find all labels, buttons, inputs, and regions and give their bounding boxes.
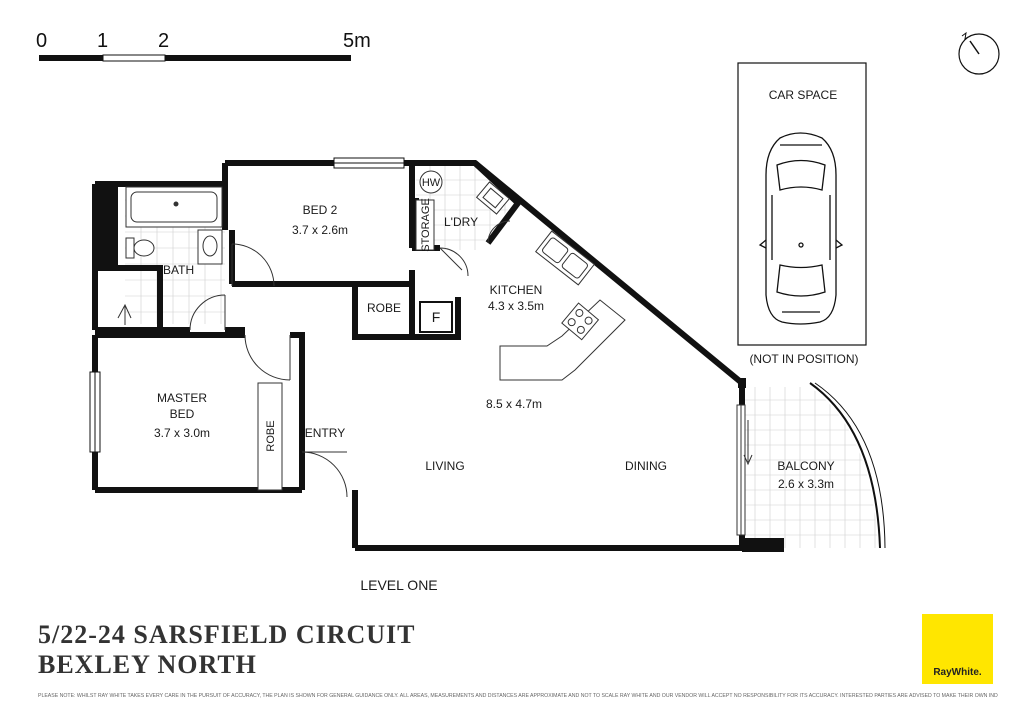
fridge-label: F [432, 309, 441, 325]
scale-label-0: 0 [36, 30, 47, 52]
scale-label-5m: 5m [343, 30, 371, 52]
robe-master-label: ROBE [265, 420, 277, 451]
doors [189, 220, 511, 498]
entry-label: ENTRY [305, 426, 345, 440]
address-line2: BEXLEY NORTH [38, 650, 257, 679]
bath-label: BATH [163, 263, 194, 277]
dining-label: DINING [625, 459, 667, 473]
level-label: LEVEL ONE [360, 577, 437, 593]
disclaimer: PLEASE NOTE: WHILST RAY WHITE TAKES EVER… [38, 693, 998, 699]
scale-bar: 0 1 2 5m [36, 30, 371, 62]
wall-column [92, 184, 118, 268]
address-line1: 5/22-24 SARSFIELD CIRCUIT [38, 620, 416, 649]
logo-text: RayWhite. [933, 667, 982, 678]
laundry-label: L'DRY [444, 215, 478, 229]
kitchen-fixtures [415, 170, 626, 381]
master-robe [257, 382, 283, 491]
balcony-dims: 2.6 x 3.3m [778, 477, 834, 491]
scale-label-2: 2 [158, 30, 169, 52]
ray-white-logo[interactable]: RayWhite. [922, 614, 993, 684]
robe-bed2-label: ROBE [367, 301, 401, 315]
north-compass-icon [958, 31, 1000, 75]
master-label-line2: BED [170, 407, 195, 421]
not-in-position-label: (NOT IN POSITION) [749, 352, 858, 366]
car-icon [758, 132, 844, 325]
master-dims: 3.7 x 3.0m [154, 426, 210, 440]
car-space: CAR SPACE (NOT IN POSITION) [737, 62, 867, 366]
windows [89, 157, 405, 453]
wall-column [738, 378, 746, 388]
balcony-tiles [742, 387, 878, 548]
balcony-outline [736, 382, 886, 549]
car-space-label: CAR SPACE [769, 88, 837, 102]
scale-label-1: 1 [97, 30, 108, 52]
living-dining-dims: 8.5 x 4.7m [486, 397, 542, 411]
balcony-label: BALCONY [777, 459, 834, 473]
bed2-dims: 3.7 x 2.6m [292, 223, 348, 237]
living-label: LIVING [425, 459, 464, 473]
master-label-line1: MASTER [157, 391, 207, 405]
storage-label: STORAGE [420, 198, 432, 252]
bed2-label: BED 2 [303, 203, 338, 217]
kitchen-label: KITCHEN [490, 283, 543, 297]
bath-fixtures [117, 186, 223, 325]
kitchen-dims: 4.3 x 3.5m [488, 299, 544, 313]
wall-column [742, 538, 784, 552]
hw-label: HW [422, 177, 441, 189]
